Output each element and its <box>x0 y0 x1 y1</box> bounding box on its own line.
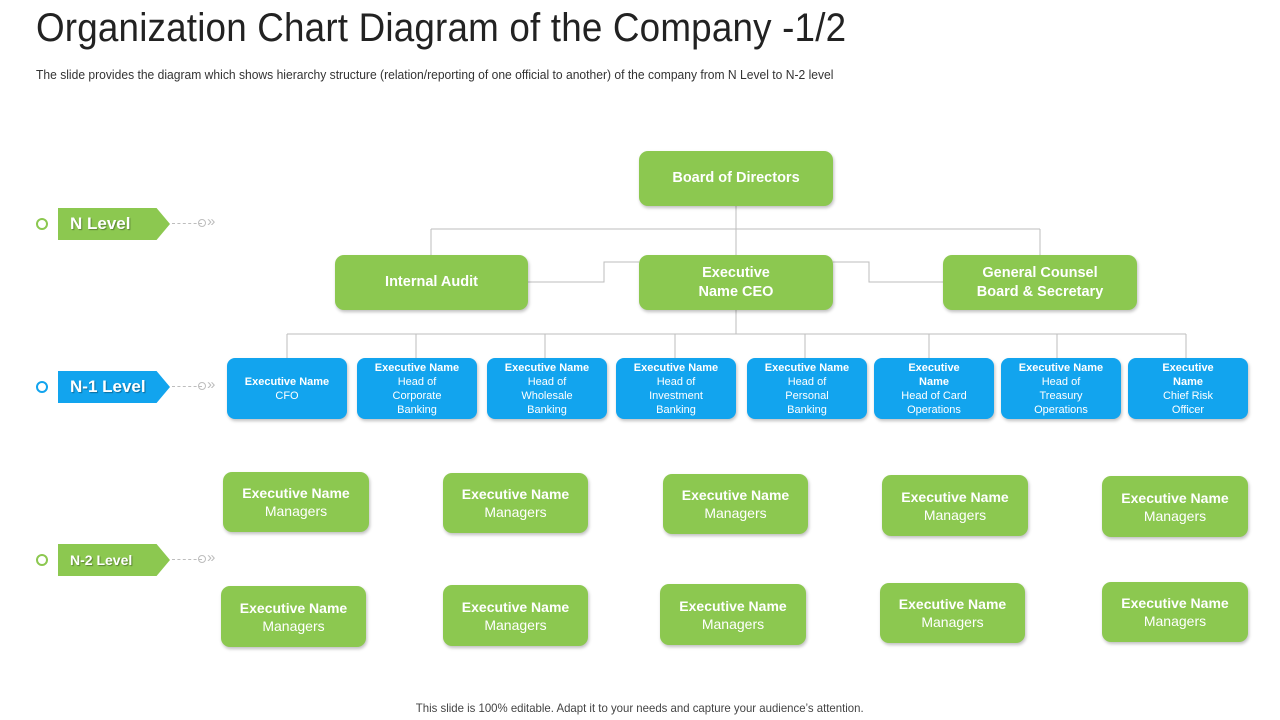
footer-note: This slide is 100% editable. Adapt it to… <box>0 701 1280 715</box>
node-title: Executive Name <box>504 361 590 374</box>
level-dot-icon <box>36 381 48 393</box>
level-marker-n: N Level » <box>36 208 226 240</box>
node-role: Head of Wholesale Banking <box>521 375 573 416</box>
dashed-connector <box>172 223 202 224</box>
node-title: Executive Name <box>1162 361 1214 388</box>
node-ceo: Executive Name CEO <box>639 255 833 310</box>
level-tag-n2: N-2 Level <box>58 544 170 576</box>
node-title: Executive Name <box>764 361 850 374</box>
node-n2-manager: Executive Name Managers <box>663 474 808 534</box>
connector-line <box>528 261 639 283</box>
node-board-of-directors: Board of Directors <box>639 151 833 206</box>
node-n1-chief-risk-officer: Executive Name Chief Risk Officer <box>1128 358 1248 419</box>
node-role: Managers <box>704 505 767 521</box>
node-n2-manager: Executive Name Managers <box>882 475 1028 536</box>
node-n2-manager: Executive Name Managers <box>221 586 366 647</box>
node-role: Managers <box>262 617 325 634</box>
node-name: Executive Name <box>898 596 1007 612</box>
ring-icon <box>198 382 206 390</box>
node-name: Executive Name <box>242 485 350 501</box>
level-marker-n2: N-2 Level » <box>36 544 226 576</box>
node-role: Head of Corporate Banking <box>392 375 442 416</box>
node-role: CFO <box>275 389 299 402</box>
double-chevron-right-icon: » <box>207 213 216 230</box>
node-title: Executive Name <box>633 361 719 374</box>
node-role: Managers <box>1143 507 1207 524</box>
node-label: Executive Name CEO <box>698 264 774 300</box>
node-n2-manager: Executive Name Managers <box>443 473 588 533</box>
node-label: Internal Audit <box>385 274 478 290</box>
node-role: Managers <box>484 616 547 633</box>
level-tag-n1: N-1 Level <box>58 371 170 403</box>
node-general-counsel: General Counsel Board & Secretary <box>943 255 1137 310</box>
node-role: Managers <box>484 504 547 520</box>
node-n1-cfo: Executive Name CFO <box>227 358 347 419</box>
node-role: Managers <box>923 506 987 523</box>
node-n2-manager: Executive Name Managers <box>660 584 806 645</box>
node-n2-manager: Executive Name Managers <box>1102 582 1248 642</box>
dashed-connector <box>172 559 202 560</box>
node-role: Head of Card Operations <box>901 389 967 416</box>
node-name: Executive Name <box>681 487 790 503</box>
page-title: Organization Chart Diagram of the Compan… <box>36 6 847 50</box>
node-n2-manager: Executive Name Managers <box>223 472 369 532</box>
node-title: Executive Name <box>908 361 960 388</box>
node-name: Executive Name <box>1121 595 1229 611</box>
dashed-connector <box>172 386 202 387</box>
node-label: General Counsel Board & Secretary <box>976 264 1104 300</box>
node-n1-card-operations: Executive Name Head of Card Operations <box>874 358 994 419</box>
node-n2-manager: Executive Name Managers <box>880 583 1025 643</box>
ring-icon <box>198 555 206 563</box>
node-name: Executive Name <box>1121 489 1229 506</box>
node-name: Executive Name <box>461 598 570 615</box>
level-marker-n1: N-1 Level » <box>36 371 226 403</box>
level-dot-icon <box>36 218 48 230</box>
node-n1-personal-banking: Executive Name Head of Personal Banking <box>747 358 867 419</box>
level-dot-icon <box>36 554 48 566</box>
node-title: Executive Name <box>374 361 460 374</box>
node-name: Executive Name <box>239 599 348 616</box>
node-name: Executive Name <box>461 486 570 502</box>
node-role: Head of Investment Banking <box>649 375 703 416</box>
node-role: Managers <box>1143 613 1207 629</box>
double-chevron-right-icon: » <box>207 549 216 566</box>
node-role: Managers <box>701 615 765 632</box>
node-n2-manager: Executive Name Managers <box>443 585 588 646</box>
node-role: Managers <box>264 503 328 519</box>
node-name: Executive Name <box>901 488 1009 505</box>
node-name: Executive Name <box>679 597 787 614</box>
ring-icon <box>198 219 206 227</box>
double-chevron-right-icon: » <box>207 376 216 393</box>
node-role: Chief Risk Officer <box>1162 389 1214 416</box>
node-title: Executive Name <box>1018 361 1104 374</box>
node-n1-investment-banking: Executive Name Head of Investment Bankin… <box>616 358 736 419</box>
footer-text: This slide is 100% editable. Adapt it to… <box>416 701 864 715</box>
node-role: Head of Treasury Operations <box>1034 375 1088 416</box>
node-role: Managers <box>921 614 984 630</box>
node-n1-treasury-operations: Executive Name Head of Treasury Operatio… <box>1001 358 1121 419</box>
node-n2-manager: Executive Name Managers <box>1102 476 1248 537</box>
node-title: Executive Name <box>244 375 330 388</box>
node-n1-corporate-banking: Executive Name Head of Corporate Banking <box>357 358 477 419</box>
connector-line <box>833 261 943 283</box>
node-label: Board of Directors <box>672 170 800 186</box>
page-subtitle: The slide provides the diagram which sho… <box>36 67 834 82</box>
node-role: Head of Personal Banking <box>785 375 829 416</box>
level-tag-n: N Level <box>58 208 170 240</box>
node-internal-audit: Internal Audit <box>335 255 528 310</box>
node-n1-wholesale-banking: Executive Name Head of Wholesale Banking <box>487 358 607 419</box>
